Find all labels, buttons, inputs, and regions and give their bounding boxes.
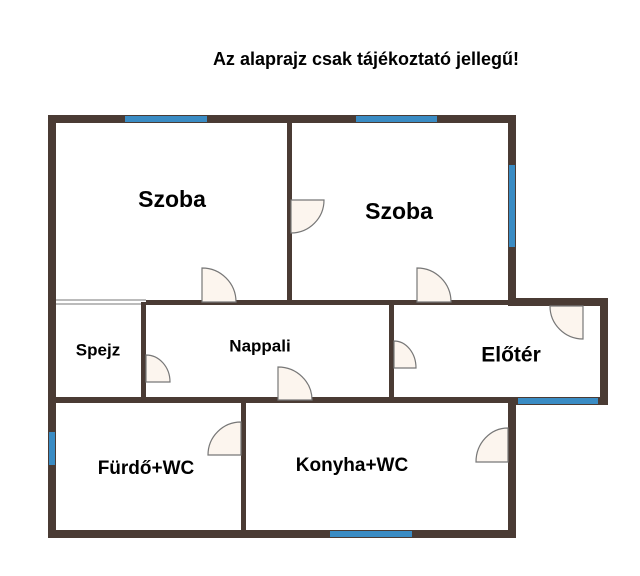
room-label-konyha: Konyha+WC <box>296 455 409 476</box>
window <box>356 116 437 122</box>
doors <box>145 199 584 463</box>
room-label-furdo: Fürdő+WC <box>98 458 195 479</box>
room-label-szoba-1: Szoba <box>138 186 206 212</box>
door <box>201 267 237 303</box>
door <box>475 427 509 463</box>
window <box>330 531 412 537</box>
door <box>145 354 171 383</box>
room-label-spejz: Spejz <box>76 340 120 359</box>
window <box>125 116 207 122</box>
window <box>49 432 55 465</box>
room-label-nappali: Nappali <box>229 336 290 355</box>
window <box>509 165 515 247</box>
door <box>549 305 584 340</box>
room-label-eloter: Előtér <box>481 344 541 367</box>
disclaimer-title: Az alaprajz csak tájékoztató jellegű! <box>213 49 519 69</box>
window <box>518 398 598 404</box>
room-label-szoba-2: Szoba <box>365 198 433 224</box>
door <box>416 267 452 303</box>
door <box>290 199 325 234</box>
door <box>393 340 417 369</box>
door <box>277 366 313 401</box>
door <box>207 421 242 456</box>
windows <box>49 116 598 537</box>
